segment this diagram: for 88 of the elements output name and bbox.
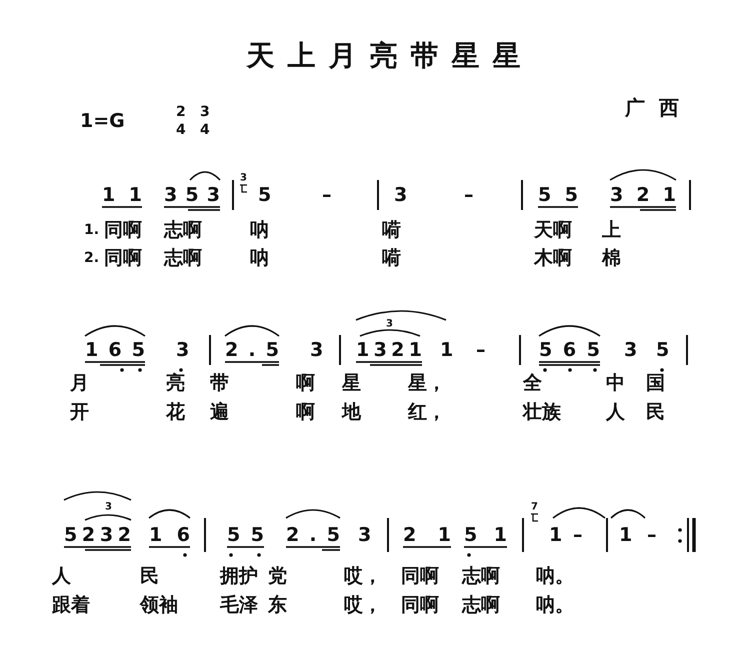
note-numbers: 2 1: [403, 524, 451, 546]
meter-change-number: 3: [240, 172, 247, 184]
note-numbers: 3: [176, 339, 190, 361]
note-numbers: 1 1: [102, 184, 142, 206]
lyric: 志啊: [164, 218, 202, 243]
note-numbers: 2 . 5: [286, 524, 340, 546]
note-numbers: 5232: [64, 524, 131, 546]
note-numbers: 1: [549, 524, 562, 546]
lyric: 志啊: [462, 564, 500, 589]
time-signature-number: 4: [176, 122, 186, 138]
note-numbers: 3: [358, 524, 372, 546]
lyric: 同啊: [104, 218, 142, 243]
lyric: 同啊: [104, 246, 142, 271]
lyric: 棉: [602, 246, 621, 271]
note-numbers: 1: [440, 339, 454, 361]
lyric: 星，: [408, 371, 446, 396]
lyric: 天啊: [534, 218, 572, 243]
lyric: 全: [523, 371, 542, 396]
lyric: 东: [268, 593, 287, 618]
lyric: 呐。: [536, 593, 574, 618]
note-numbers: 5: [258, 184, 272, 206]
triplet-number: 3: [105, 502, 112, 512]
lyric: 亮: [166, 371, 185, 396]
lyric: 呐: [250, 218, 269, 243]
key-signature: 1=G: [80, 110, 125, 132]
lyric: 啊: [296, 400, 315, 425]
region-label: 广西: [625, 94, 693, 122]
lyric: 呐: [250, 246, 269, 271]
triplet-number: 3: [386, 318, 393, 330]
note-numbers: 5 5: [538, 184, 578, 206]
song-title: 天上月亮带星星: [245, 38, 534, 74]
verse-number: 2.: [84, 250, 100, 266]
lyric: 国: [646, 371, 665, 396]
meter-change-number: 7: [531, 502, 538, 512]
lyric: 地: [342, 400, 361, 425]
note-numbers: 5: [656, 339, 670, 361]
lyric: 中: [606, 371, 625, 396]
lyric: 志啊: [164, 246, 202, 271]
note-numbers: 2 . 5: [225, 339, 279, 361]
lyric: 嗬: [382, 246, 401, 271]
lyric: 毛泽: [220, 593, 258, 618]
note-numbers: 3: [394, 184, 408, 206]
note-numbers: –: [322, 184, 332, 206]
lyric: 哎，: [344, 593, 382, 618]
lyric: 带: [210, 371, 229, 396]
lyric: 领袖: [140, 593, 178, 618]
note-numbers: 1 6 5: [85, 339, 145, 361]
lyric: 人: [606, 400, 625, 425]
lyric: 遍: [210, 400, 229, 425]
lyric: 同啊: [401, 593, 439, 618]
lyric: 壮族: [523, 400, 561, 425]
lyric: 月: [70, 371, 89, 396]
note-numbers: 3 5 3: [164, 184, 220, 206]
note-numbers: 3: [310, 339, 324, 361]
note-numbers: 5 5: [227, 524, 264, 546]
lyric: 人: [52, 564, 71, 589]
note-numbers: –: [464, 184, 474, 206]
note-numbers: –: [573, 524, 582, 546]
note-numbers: 1321: [356, 339, 422, 361]
lyric: 红，: [408, 400, 446, 425]
time-signature-number: 4: [200, 122, 210, 138]
lyric: 哎，: [344, 564, 382, 589]
lyric: 民: [140, 564, 159, 589]
note-numbers: 3: [624, 339, 638, 361]
lyric: 跟着: [52, 593, 90, 618]
verse-number: 1.: [84, 222, 100, 238]
lyric: 志啊: [462, 593, 500, 618]
note-numbers: –: [647, 524, 656, 546]
lyric: 木啊: [534, 246, 572, 271]
lyric: 花: [166, 400, 185, 425]
note-numbers: –: [476, 339, 486, 361]
lyric: 党: [268, 564, 287, 589]
lyric: 民: [646, 400, 665, 425]
time-signature-number: 2: [176, 104, 186, 120]
note-numbers: 1 6: [149, 524, 190, 546]
lyric: 上: [602, 218, 621, 243]
note-numbers: 5 6 5: [539, 339, 600, 361]
time-signature-number: 3: [200, 104, 210, 120]
lyric: 呐。: [536, 564, 574, 589]
note-numbers: 3 2 1: [610, 184, 676, 206]
lyric: 同啊: [401, 564, 439, 589]
lyric: 嗬: [382, 218, 401, 243]
note-numbers: 5 1: [464, 524, 507, 546]
lyric: 拥护: [220, 564, 258, 589]
lyric: 星: [342, 371, 361, 396]
note-numbers: 1: [619, 524, 632, 546]
lyric: 啊: [296, 371, 315, 396]
lyric: 开: [70, 400, 89, 425]
